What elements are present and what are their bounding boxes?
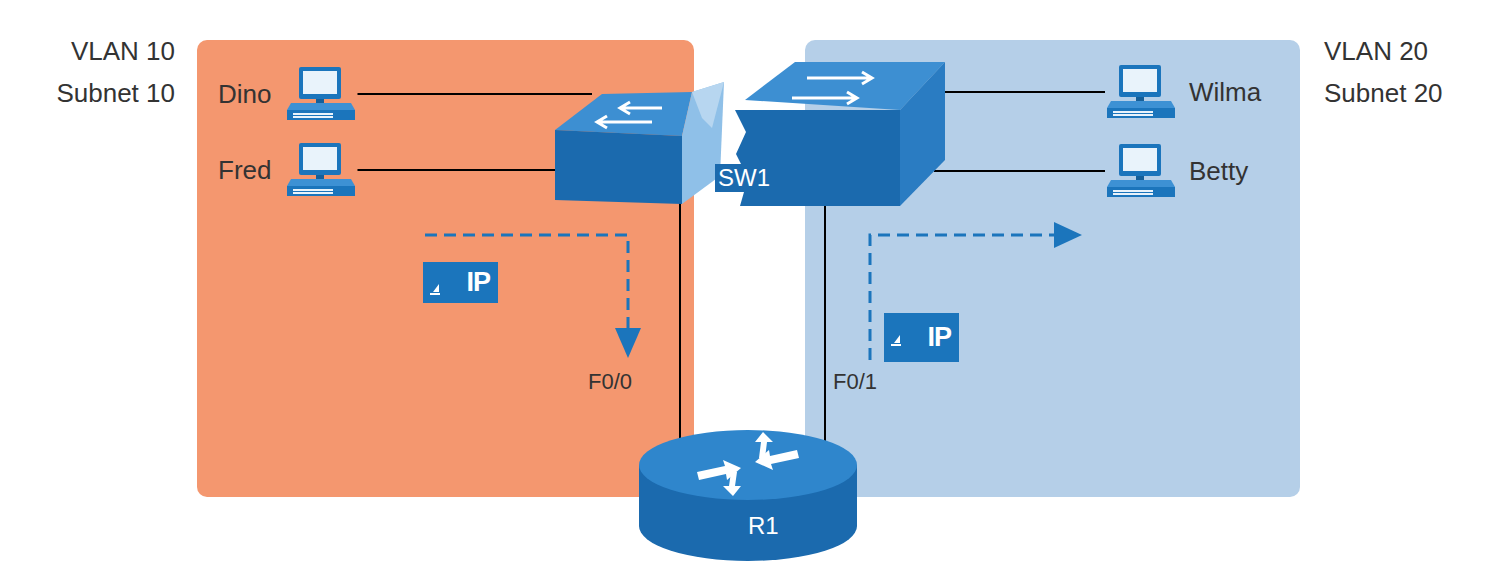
pc-host: Dino [218,66,357,122]
lan-switch: SW1 [552,58,948,208]
device-name: R1 [748,512,779,540]
connector-line [357,93,592,95]
pc-icon-holder [1105,64,1177,120]
region-heading: VLAN 10Subnet 10 [56,30,175,114]
vlan-label: VLAN 20 [1324,30,1443,72]
pc-icon-holder [285,142,357,198]
vlan-label: VLAN 10 [56,30,175,72]
packet-flow-path [870,235,1056,360]
pc-icon-holder [1105,143,1177,199]
connector-line [943,91,1105,93]
packet-label: IP [927,322,951,353]
connector-line [934,170,1105,172]
pc-host: Fred [218,142,357,198]
region-heading: VLAN 20Subnet 20 [1324,30,1443,114]
interface-label: F0/0 [588,369,632,395]
ip-icon-mark [427,262,447,302]
host-name: Betty [1189,156,1248,187]
ip-icon-mark [888,313,908,353]
pc-icon [1105,143,1177,199]
packet-label: IP [466,267,490,298]
host-name: Fred [218,155,271,186]
interface-label: F0/1 [833,369,877,395]
vlan-label: Subnet 20 [1324,72,1443,114]
pc-icon [1105,64,1177,120]
pc-icon-holder [285,66,357,122]
flow-arrowhead [615,328,641,358]
pc-icon [285,142,357,198]
host-name: Dino [218,79,271,110]
router-illustration [637,428,859,563]
ip-packet-icon: IP [884,313,959,362]
flow-arrowhead [1054,222,1082,248]
connector-line [679,202,681,448]
connector-line [357,169,560,171]
pc-icon [285,66,357,122]
pc-host: Wilma [1105,64,1261,120]
host-name: Wilma [1189,77,1261,108]
device-name: SW1 [715,164,773,192]
connector-line [824,202,826,448]
router: R1 [637,428,859,563]
vlan-label: Subnet 10 [56,72,175,114]
pc-host: Betty [1105,143,1248,199]
ip-packet-icon: IP [423,262,498,303]
